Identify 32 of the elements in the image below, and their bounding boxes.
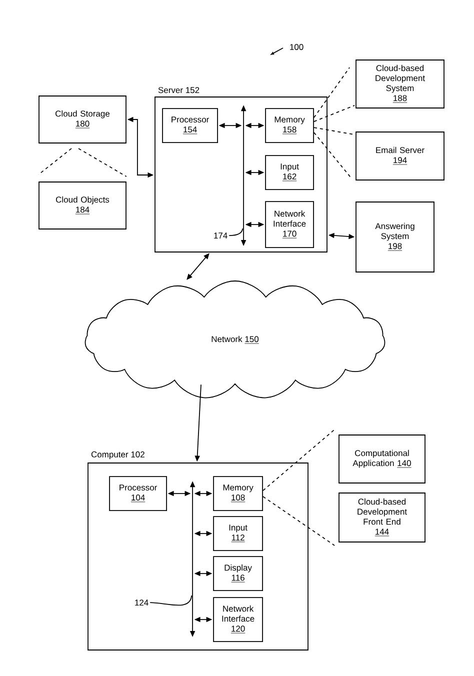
- dashed-line: [262, 496, 335, 546]
- dashed-line: [38, 148, 72, 175]
- component-box: Display 116: [213, 556, 263, 591]
- component-box: Input 162: [265, 155, 314, 190]
- component-box: Processor 104: [109, 476, 167, 511]
- dashed-line: [314, 67, 350, 118]
- node-label: Computer 102: [91, 451, 144, 460]
- reference-number: 174: [214, 232, 228, 238]
- network-cloud: Network 150: [84, 280, 386, 398]
- component-box: Network Interface 170: [265, 201, 314, 248]
- component-box: Computational Application 140: [338, 434, 426, 484]
- component-box: Cloud-based Development System 188: [356, 60, 444, 108]
- component-box: Email Server 194: [356, 132, 444, 180]
- component-box: Answering System 198: [356, 202, 434, 272]
- component-box: Network Interface 120: [213, 597, 263, 642]
- dashed-line: [314, 132, 352, 179]
- leader-line: [228, 228, 244, 236]
- component-box: Memory 108: [213, 476, 263, 511]
- component-box: Cloud Objects 184: [38, 182, 126, 230]
- component-box: Cloud-based Development Front End 144: [338, 492, 426, 542]
- component-box: Processor 154: [162, 108, 218, 143]
- dashed-line: [78, 148, 127, 177]
- dashed-line: [314, 105, 355, 122]
- reference-number: 124: [135, 600, 148, 606]
- component-box: Memory 158: [265, 108, 314, 143]
- node-label: Server 152: [158, 87, 200, 94]
- figure-number: 100: [290, 44, 304, 50]
- component-box: Cloud Storage 180: [38, 96, 126, 144]
- dashed-line: [262, 429, 335, 491]
- leader-line: [150, 595, 192, 606]
- dashed-line: [314, 127, 355, 135]
- component-box: Input 112: [213, 516, 263, 551]
